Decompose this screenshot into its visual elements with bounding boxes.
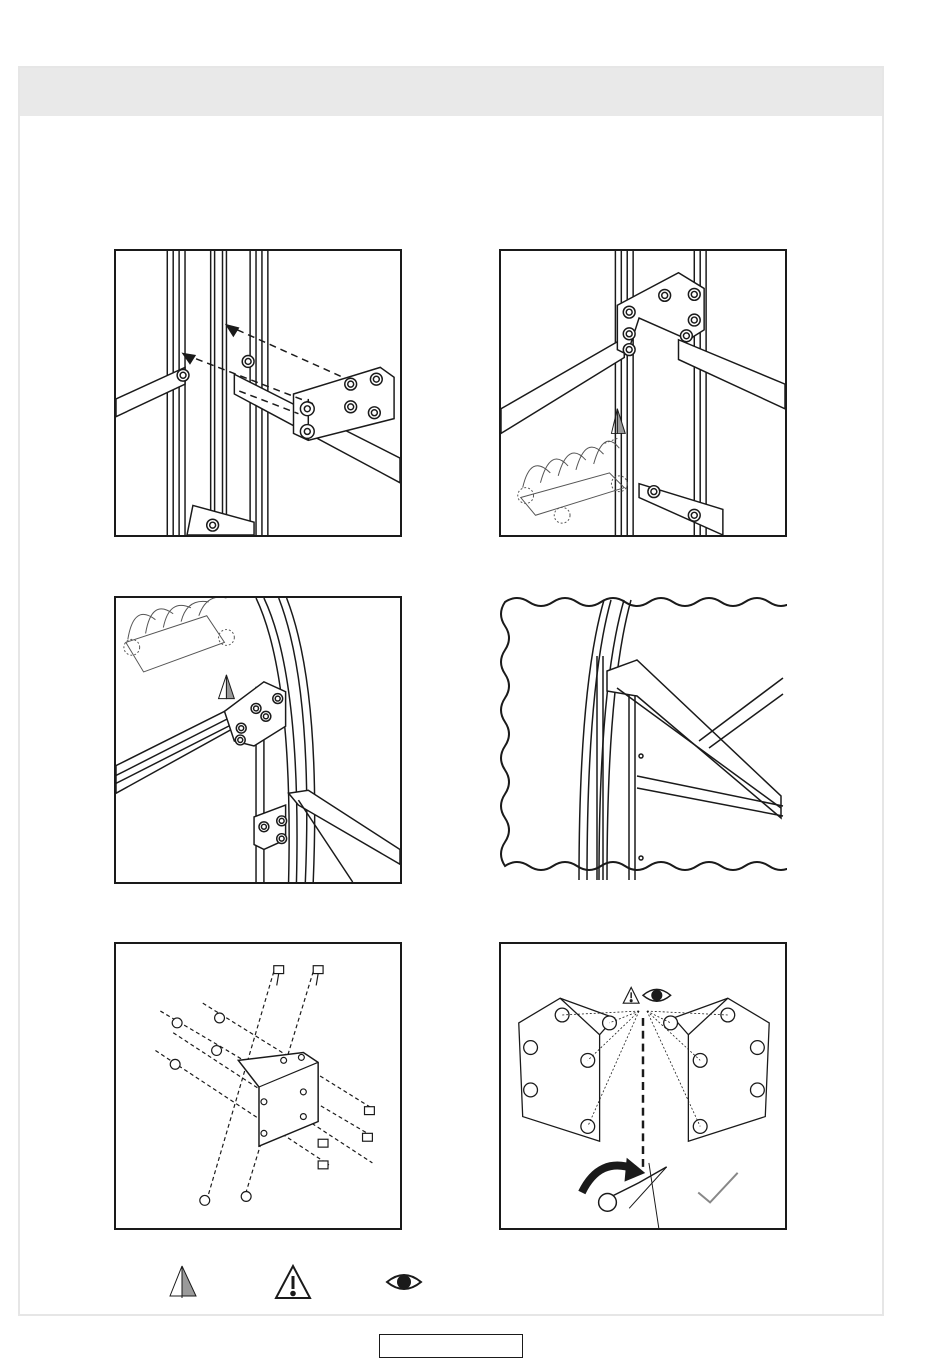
header-bar <box>20 68 882 116</box>
wavy-border <box>501 598 787 870</box>
panel-3-arch-bracket <box>114 596 402 884</box>
bracket-mounted-diagram <box>501 251 785 535</box>
panel-5-exploded-bolts <box>114 942 402 1230</box>
greenhouse-thumbnail <box>124 598 234 672</box>
arch-bracket-diagram <box>116 598 400 882</box>
arch-detail-diagram <box>499 596 787 884</box>
page-number-box <box>379 1334 523 1358</box>
panel-4-arch-detail <box>499 596 787 884</box>
panel-6-tighten-check <box>499 942 787 1230</box>
mirror-symmetry-icon <box>164 1262 200 1302</box>
panel-2-bracket-mounted <box>499 249 787 537</box>
mirror-symmetry-icon <box>611 409 625 434</box>
hex-nut <box>170 1013 251 1205</box>
bottom-bracket <box>187 505 254 535</box>
bracket-insert-diagram <box>116 251 400 535</box>
warning-icon <box>272 1262 314 1302</box>
eye-icon <box>384 1262 424 1302</box>
legend <box>0 1262 950 1310</box>
horizontal-beam <box>501 338 624 434</box>
check-mark-icon <box>698 1173 737 1203</box>
corner-bracket <box>674 998 770 1141</box>
tighten-check-diagram <box>501 944 785 1228</box>
wrench-icon <box>582 1159 667 1228</box>
eye-icon <box>643 989 671 1001</box>
warning-icon <box>623 987 639 1003</box>
horizontal-beam <box>116 367 185 416</box>
exploded-bolt-diagram <box>116 944 400 1228</box>
greenhouse-thumbnail <box>518 438 627 523</box>
corner-bracket <box>238 1052 318 1146</box>
panel-1-bracket-insert <box>114 249 402 537</box>
mirror-symmetry-icon <box>219 675 235 699</box>
